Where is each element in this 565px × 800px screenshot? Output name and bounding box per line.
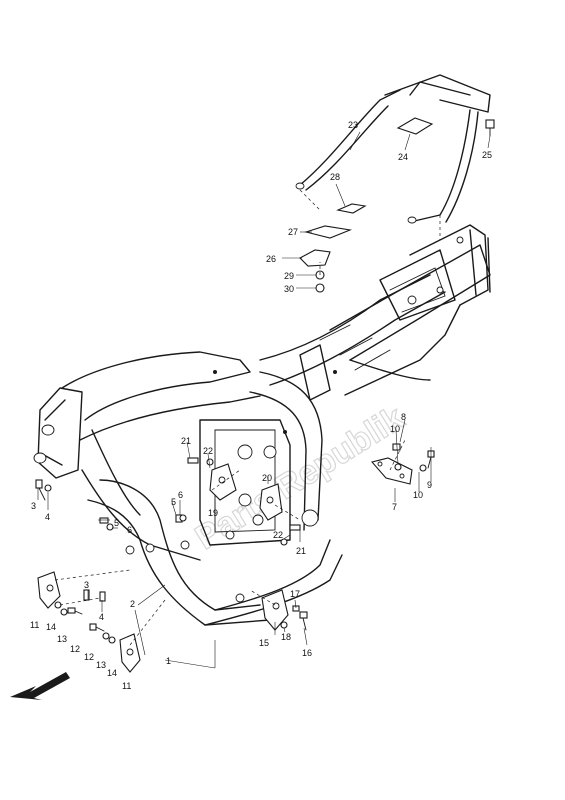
callout-8: 8 [401, 412, 406, 422]
frame-bosses [125, 236, 464, 603]
callout-3a: 3 [31, 501, 36, 511]
bolts-5-6-left [99, 514, 187, 531]
leader-lines [37, 131, 491, 669]
callout-22b: 22 [273, 530, 283, 540]
callout-9: 9 [427, 480, 432, 490]
callout-2: 2 [130, 599, 135, 609]
callout-6a: 6 [127, 525, 132, 535]
grab-rail [295, 74, 491, 224]
bracket-7 [370, 457, 413, 485]
hardware-12-13-14 [54, 589, 116, 644]
callout-6b: 6 [178, 490, 183, 500]
callout-5b: 5 [171, 497, 176, 507]
part-callouts: 1 2 3 3 4 4 5 5 6 6 7 8 9 10 10 11 11 12… [30, 120, 492, 691]
callout-28: 28 [330, 172, 340, 182]
callout-26: 26 [266, 254, 276, 264]
callout-11a: 11 [30, 620, 39, 630]
callout-15: 15 [259, 638, 269, 648]
callout-16: 16 [302, 648, 312, 658]
bracket-26 [299, 249, 331, 267]
callout-24: 24 [398, 152, 408, 162]
callout-21b: 21 [296, 546, 306, 556]
bolts-rear-right [392, 443, 435, 472]
callout-17: 17 [290, 589, 300, 599]
callout-18: 18 [281, 632, 291, 642]
callout-22a: 22 [203, 446, 213, 456]
bolts-21-22 [187, 457, 301, 546]
clamp-28 [336, 203, 367, 214]
callout-4b: 4 [99, 612, 104, 622]
bolt-25 [485, 119, 495, 137]
callout-21a: 21 [181, 436, 191, 446]
washer-30 [315, 283, 325, 293]
front-direction-arrow-icon [10, 672, 70, 700]
sheet-27 [303, 225, 353, 239]
callout-10b: 10 [413, 490, 423, 500]
callout-20: 20 [262, 473, 272, 483]
callout-19: 19 [208, 508, 218, 518]
callout-29: 29 [284, 271, 294, 281]
callout-14a: 14 [46, 622, 56, 632]
callout-7: 7 [392, 502, 397, 512]
callout-4a: 4 [45, 512, 50, 522]
callout-23: 23 [348, 120, 358, 130]
bolts-3-4-left [35, 479, 52, 501]
callout-12b: 12 [84, 652, 94, 662]
callout-12a: 12 [70, 644, 80, 654]
callout-11b: 11 [122, 681, 131, 691]
callout-1: 1 [166, 656, 171, 666]
callout-27: 27 [288, 227, 298, 237]
callout-14b: 14 [107, 668, 117, 678]
callout-25: 25 [482, 150, 492, 160]
callout-13a: 13 [57, 634, 67, 644]
callout-13b: 13 [96, 660, 106, 670]
callout-30: 30 [284, 284, 294, 294]
rubber-pad-24 [396, 117, 434, 135]
callout-5a: 5 [114, 518, 119, 528]
main-frame [33, 224, 491, 626]
callout-10a: 10 [390, 424, 400, 434]
callout-3b: 3 [84, 580, 89, 590]
